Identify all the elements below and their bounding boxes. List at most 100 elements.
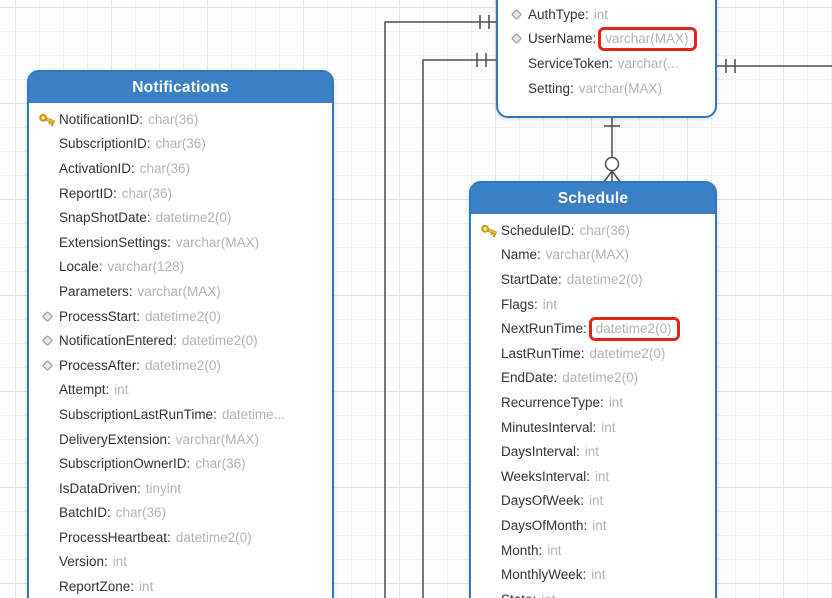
field-row[interactable]: Version:int [29,550,332,575]
field-row[interactable]: LastRunTime:datetime2(0) [471,341,715,366]
field-row[interactable]: SubscriptionOwnerID:char(36) [29,451,332,476]
field-row[interactable]: BatchID:char(36) [29,501,332,526]
field-row[interactable]: NextRunTime:datetime2(0) [471,316,715,341]
field-row[interactable]: ReportZone: int [29,574,332,598]
field-row[interactable]: State:int [471,587,715,598]
field-row[interactable]: ServiceToken:varchar(... [498,51,715,76]
field-type: int [114,382,129,398]
field-name: StartDate: [501,271,562,287]
field-type: int [139,579,154,595]
field-type-highlighted: datetime2(0) [588,316,680,341]
field-name: Version: [59,554,108,570]
field-name: Locale: [59,259,103,275]
field-type: datetime... [221,406,285,422]
diamond-marker-icon [504,32,528,45]
relationship-line-left-2[interactable] [422,53,497,598]
field-type-highlighted: varchar(MAX) [598,26,697,51]
field-row[interactable]: MinutesInterval: int [471,415,715,440]
field-type: int [584,444,600,460]
field-row[interactable]: SnapShotDate:datetime2(0) [29,205,332,230]
field-row[interactable]: ProcessHeartbeat:datetime2(0) [29,525,332,550]
field-type: varchar(MAX) [175,234,260,250]
table-schedule[interactable]: Schedule ScheduleID:char(36)Name:varchar… [469,181,717,598]
field-row[interactable]: Month: int [471,538,715,563]
field-name: Parameters: [59,283,133,299]
relationship-line-right[interactable] [717,59,832,73]
diamond-marker-icon [35,359,59,372]
field-type: int [592,517,607,533]
field-row[interactable]: SubscriptionID:char(36) [29,132,332,157]
field-row[interactable]: Attempt: int [29,378,332,403]
field-row[interactable]: UserName:varchar(MAX) [498,26,715,52]
field-name: ReportZone: [59,579,135,595]
field-row[interactable]: AuthType:int [498,2,715,27]
table-header[interactable]: Schedule [471,183,715,214]
field-row[interactable]: Parameters:varchar(MAX) [29,279,332,304]
primary-key-icon [35,111,59,128]
field-row[interactable]: NotificationEntered:datetime2(0) [29,328,332,353]
field-name: NotificationEntered: [59,333,177,349]
field-name: EndDate: [501,370,558,386]
field-row[interactable]: IsDataDriven:tinyint [29,476,332,501]
field-row[interactable]: DaysOfWeek:int [471,489,715,514]
field-name: DaysOfMonth: [501,517,588,533]
one-cardinality-ticks [725,59,736,73]
field-row[interactable]: ActivationID:char(36) [29,156,332,181]
field-name: Month: [501,542,543,558]
field-name: State: [501,592,536,598]
field-type: datetime2(0) [589,345,666,361]
field-row[interactable]: NotificationID:char(36) [29,107,332,132]
table-header[interactable]: Notifications [29,72,332,103]
zero-cardinality-circle [604,156,620,172]
field-row[interactable]: ExtensionSettings:varchar(MAX) [29,230,332,255]
relationship-line-to-schedule[interactable] [602,108,622,184]
field-type: int [595,468,610,484]
field-row[interactable]: WeeksInterval:int [471,464,715,489]
table-title: Schedule [557,189,629,207]
field-type: datetime2(0) [175,529,252,545]
one-cardinality-ticks [476,53,487,67]
field-name: ReportID: [59,185,117,201]
field-type: datetime2(0) [562,370,639,386]
field-row[interactable]: ScheduleID:char(36) [471,218,715,243]
field-row[interactable]: DaysOfMonth: int [471,513,715,538]
field-type: int [547,542,562,558]
field-type: char(36) [148,111,199,127]
field-type: char(36) [195,456,246,472]
field-row[interactable]: ProcessAfter:datetime2(0) [29,353,332,378]
field-name: BatchID: [59,505,111,521]
field-type: int [112,554,128,570]
field-row[interactable]: Flags:int [471,292,715,317]
field-name: ExtensionSettings: [59,234,171,250]
field-row[interactable]: Locale:varchar(128) [29,255,332,280]
field-name: MonthlyWeek: [501,567,587,583]
field-name: Attempt: [59,382,110,398]
field-row[interactable]: Setting:varchar(MAX) [498,76,715,101]
field-row[interactable]: DeliveryExtension:varchar(MAX) [29,427,332,452]
field-row[interactable]: ProcessStart:datetime2(0) [29,304,332,329]
field-name: MinutesInterval: [501,419,597,435]
relationship-line-left-1[interactable] [384,15,497,598]
field-type: varchar(... [617,55,679,71]
field-row[interactable]: Name:varchar(MAX) [471,243,715,268]
field-name: Name: [501,247,541,263]
field-name: ProcessStart: [59,308,141,324]
field-name: ActivationID: [59,160,135,176]
field-type: int [593,6,609,22]
field-type: int [601,419,616,435]
field-row[interactable]: StartDate:datetime2(0) [471,267,715,292]
table-title: Notifications [132,78,229,96]
field-row[interactable]: ReportID:char(36) [29,181,332,206]
field-row[interactable]: SubscriptionLastRunTime:datetime... [29,402,332,427]
field-row[interactable]: EndDate:datetime2(0) [471,366,715,391]
field-row[interactable]: MonthlyWeek:int [471,562,715,587]
table-notifications[interactable]: Notifications NotificationID:char(36)Sub… [27,70,334,598]
field-name: SubscriptionLastRunTime: [59,406,217,422]
field-name: RecurrenceType: [501,394,604,410]
field-row[interactable]: DaysInterval:int [471,439,715,464]
field-row[interactable]: RecurrenceType:int [471,390,715,415]
field-type: datetime2(0) [566,271,643,287]
